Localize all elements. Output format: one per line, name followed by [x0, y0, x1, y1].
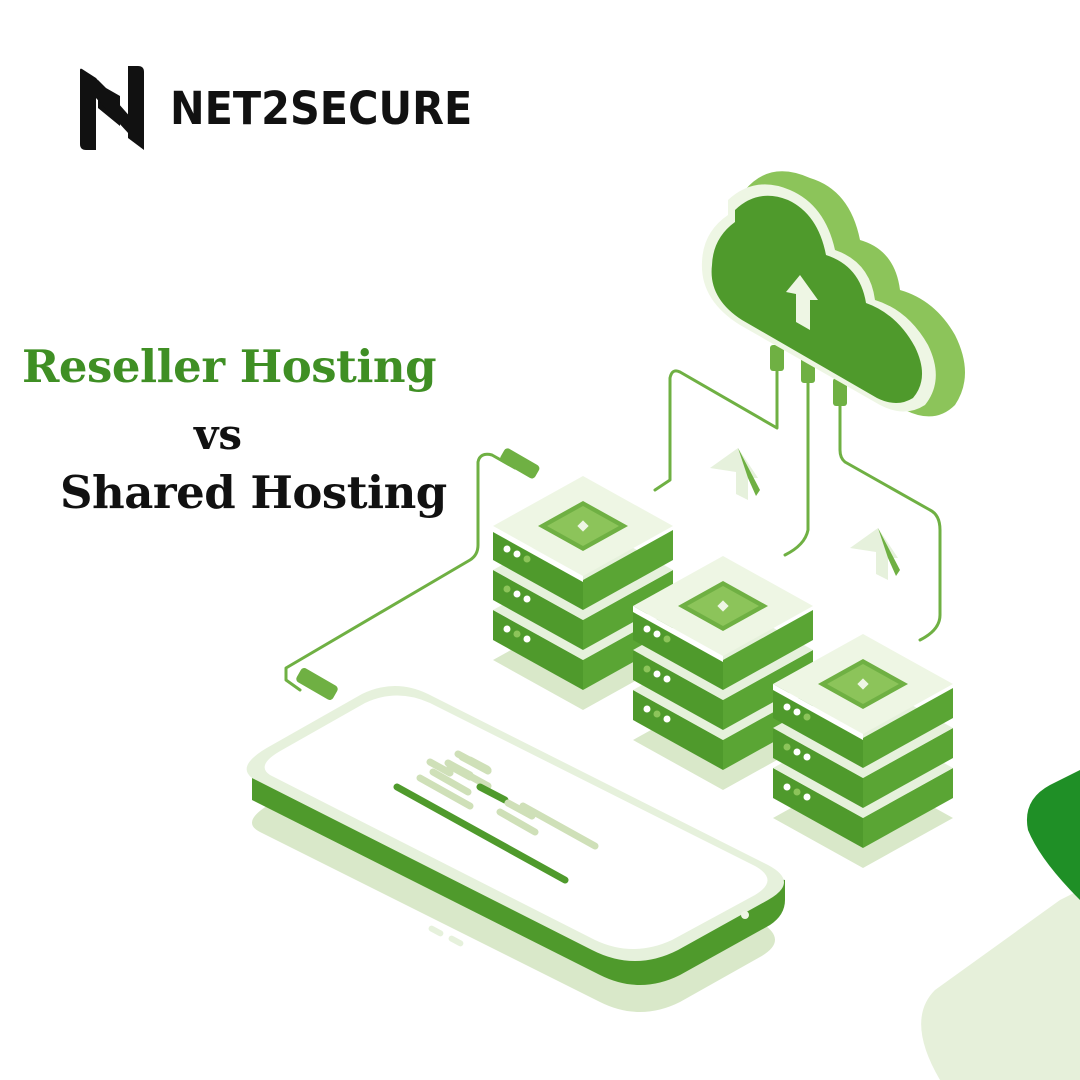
brand-logo: NET2SECURE — [76, 66, 499, 150]
n-monogram-icon — [78, 66, 144, 150]
headline-reseller-hosting: Reseller Hosting — [22, 340, 437, 393]
headline-shared-hosting: Shared Hosting — [60, 466, 447, 519]
brand-name: NET2SECURE — [170, 81, 473, 135]
headline-vs: vs — [194, 410, 243, 459]
corner-decoration — [921, 770, 1080, 1080]
server-stack-icon — [773, 634, 953, 868]
cloud-upload-icon — [701, 171, 965, 417]
upload-arrow-icon — [850, 528, 900, 580]
network-cables — [284, 348, 942, 692]
smartphone-icon — [246, 686, 785, 1012]
upload-arrow-icon — [710, 448, 760, 500]
